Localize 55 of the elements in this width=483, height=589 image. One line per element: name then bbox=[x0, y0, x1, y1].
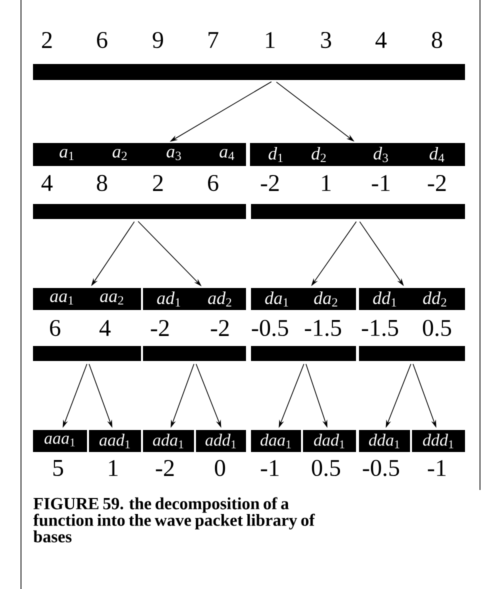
bar bbox=[33, 143, 246, 166]
band-label: aa$_{1}$ bbox=[50, 293, 74, 305]
label-box: aad$_{1}$ bbox=[89, 430, 141, 452]
label-box: ada$_{1}$ bbox=[143, 430, 194, 452]
band-label: dd$_{1}$ bbox=[373, 291, 396, 307]
value: -1 bbox=[428, 460, 446, 476]
band-label: d$_{1}$ bbox=[268, 146, 283, 162]
bar bbox=[33, 346, 141, 361]
value: 5 bbox=[53, 460, 64, 476]
label-box: ddd$_{1}$ bbox=[412, 430, 465, 452]
bar bbox=[143, 346, 246, 361]
band-label: ad$_{2}$ bbox=[208, 291, 232, 307]
band-label: ad$_{1}$ bbox=[157, 291, 180, 307]
bar bbox=[359, 346, 465, 361]
value: 0.5 bbox=[422, 320, 452, 336]
band-label: dd$_{2}$ bbox=[423, 291, 446, 307]
bar bbox=[33, 204, 246, 219]
label-box: add$_{1}$ bbox=[196, 430, 246, 452]
value: -1.5 bbox=[304, 320, 342, 336]
label-box: dda$_{1}$ bbox=[359, 430, 410, 452]
bar bbox=[33, 64, 465, 80]
band-label: d$_{4}$ bbox=[430, 146, 444, 162]
band-label: a$_{2}$ bbox=[112, 148, 127, 160]
band-label: da$_{1}$ bbox=[265, 291, 288, 307]
value: 0.5 bbox=[312, 460, 340, 476]
bar bbox=[359, 288, 465, 310]
bar bbox=[33, 288, 141, 310]
label-box: dad$_{1}$ bbox=[303, 430, 356, 452]
bar bbox=[250, 143, 465, 166]
value: -2 bbox=[156, 460, 174, 476]
label-box: daa$_{1}$ bbox=[251, 430, 301, 452]
band-label: d$_{2}$ bbox=[312, 146, 326, 162]
value: -1.5 bbox=[362, 320, 398, 336]
band-label: aa$_{2}$ bbox=[100, 293, 124, 305]
band-label: d$_{3}$ bbox=[374, 146, 388, 162]
value: -2 bbox=[150, 320, 169, 336]
value: -0.5 bbox=[362, 460, 400, 476]
value: 6 bbox=[208, 174, 218, 192]
value: 1 bbox=[109, 460, 118, 476]
value: -2 bbox=[210, 320, 229, 336]
caption: FIGURE 59. the decomposition of a function into the wave packet library of bases bbox=[33, 497, 315, 542]
value: 0 bbox=[214, 460, 226, 476]
value: 4 bbox=[99, 320, 111, 336]
label-box: aaa$_{1}$ bbox=[33, 430, 87, 452]
band-label: a$_{3}$ bbox=[166, 148, 181, 160]
band-label: a$_{1}$ bbox=[60, 148, 74, 160]
bar bbox=[251, 204, 465, 219]
bar bbox=[251, 288, 356, 310]
bar bbox=[143, 288, 246, 310]
band-label: a$_{4}$ bbox=[220, 148, 234, 160]
value: -0.5 bbox=[252, 320, 288, 336]
band-label: da$_{2}$ bbox=[314, 291, 338, 307]
value: -2 bbox=[260, 175, 279, 191]
value: -1 bbox=[260, 460, 279, 476]
bar bbox=[251, 346, 356, 361]
